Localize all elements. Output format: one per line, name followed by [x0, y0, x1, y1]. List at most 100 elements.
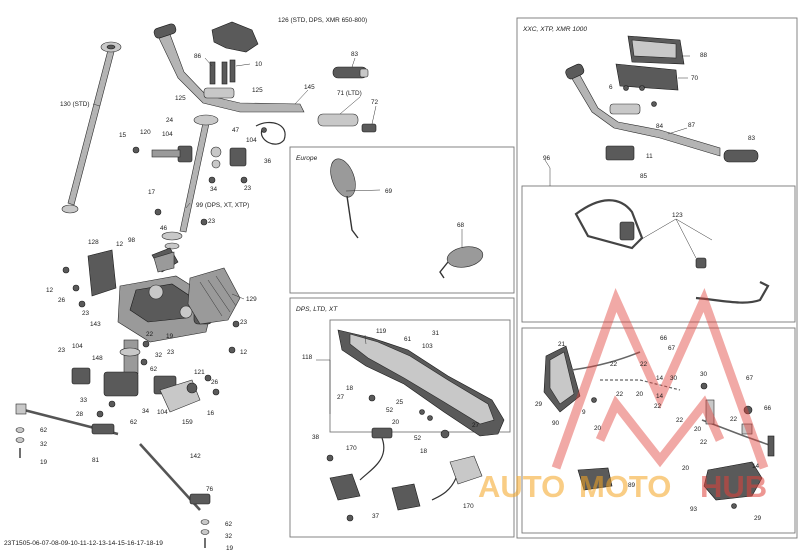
- handlebar-pad-119: [337, 329, 505, 437]
- callout-83b: 83: [748, 135, 756, 142]
- dps-box: [289, 297, 515, 538]
- callout-16: 16: [207, 410, 215, 417]
- callout-22a: 22: [146, 331, 154, 338]
- callout-23b: 23: [208, 218, 216, 225]
- tie-rod-81: [15, 403, 119, 436]
- mirror-69: [330, 158, 359, 239]
- callout-128: 128: [88, 239, 99, 246]
- xxc-grip-83: [723, 149, 759, 163]
- callout-170b: 170: [463, 503, 474, 510]
- callout-67a: 67: [668, 345, 676, 352]
- watermark-text-hub: HUB: [700, 469, 767, 504]
- callout-104b: 104: [246, 137, 257, 144]
- mirror-68: [439, 246, 484, 279]
- callout-125a: 125: [252, 87, 263, 94]
- callout-23f: 23: [167, 349, 175, 356]
- callout-90: 90: [552, 420, 560, 427]
- hardware-dots: [62, 85, 753, 522]
- europe-box: [289, 146, 515, 294]
- callout-26b: 26: [211, 379, 219, 386]
- callout-22c: 22: [640, 361, 648, 368]
- callout-12c: 12: [240, 349, 248, 356]
- callout-27b: 27: [472, 422, 480, 429]
- callout-15: 15: [119, 132, 127, 139]
- callout-36: 36: [264, 158, 272, 165]
- callout-104c: 104: [72, 343, 83, 350]
- callout-labels: 126 (STD, DPS, XMR 650-800) 86 10 83 125…: [40, 17, 772, 551]
- xxc-lower-box: [521, 327, 796, 534]
- callout-14b: 14: [656, 393, 664, 400]
- xxc-clamp-85: [605, 103, 641, 161]
- callout-34b: 34: [142, 408, 150, 415]
- switch-170-right: [391, 455, 483, 511]
- callout-37: 37: [372, 513, 380, 520]
- bushing-46: [161, 231, 183, 250]
- callout-62a: 62: [150, 366, 158, 373]
- callout-145: 145: [304, 84, 315, 91]
- clamp-bolts-86: [203, 59, 236, 99]
- callout-85: 85: [640, 173, 648, 180]
- callout-93: 93: [690, 506, 698, 513]
- callout-23e: 23: [58, 347, 66, 354]
- handguard-123: [574, 199, 770, 304]
- callout-21: 21: [558, 341, 566, 348]
- cable-36: [255, 121, 286, 145]
- xxc-box-title: XXC, XTP, XMR 1000: [522, 26, 587, 33]
- callout-27a: 27: [337, 394, 345, 401]
- handlebar-145: [153, 23, 305, 113]
- callout-23a: 23: [244, 185, 252, 192]
- callout-22f: 22: [676, 417, 684, 424]
- callout-9: 9: [582, 409, 586, 416]
- steering-shaft-99: [179, 114, 219, 233]
- grip-71: [317, 113, 377, 133]
- callout-68: 68: [457, 222, 465, 229]
- callout-32c: 32: [225, 533, 233, 540]
- callout-17: 17: [148, 189, 156, 196]
- xxc-box: [516, 17, 798, 539]
- watermark-text-moto: MOTO: [579, 469, 671, 504]
- callout-88: 88: [700, 52, 708, 59]
- callout-20c: 20: [636, 391, 644, 398]
- diagram-code: 23T1505-06-07-08-09-10-11-12-13-14-15-16…: [4, 540, 163, 547]
- callout-81: 81: [92, 457, 100, 464]
- callout-142: 142: [190, 453, 201, 460]
- callout-69: 69: [385, 188, 393, 195]
- callout-22g: 22: [730, 416, 738, 423]
- callout-12a: 12: [116, 241, 124, 248]
- callout-32b: 32: [40, 441, 48, 448]
- callout-52b: 52: [414, 435, 422, 442]
- callout-67b: 67: [746, 375, 754, 382]
- callout-22e: 22: [654, 403, 662, 410]
- tie-rod-142: [139, 443, 211, 511]
- callout-84: 84: [656, 123, 664, 130]
- bracket-128: [87, 249, 117, 297]
- callout-30a: 30: [670, 375, 678, 382]
- callout-96: 96: [543, 155, 551, 162]
- callout-6: 6: [609, 84, 613, 91]
- callout-66a: 66: [660, 335, 668, 342]
- callout-23c: 23: [82, 310, 90, 317]
- xxc-upper-box: [521, 185, 796, 323]
- callout-62c: 62: [40, 427, 48, 434]
- callout-118: 118: [302, 354, 313, 361]
- callout-14c: 14: [752, 463, 760, 470]
- callout-70: 70: [691, 75, 699, 82]
- callout-26a: 26: [58, 297, 66, 304]
- callout-46: 46: [160, 225, 168, 232]
- callout-121: 121: [194, 369, 205, 376]
- callout-30b: 30: [700, 371, 708, 378]
- callout-123: 123: [672, 212, 683, 219]
- callout-129: 129: [246, 296, 257, 303]
- callout-31: 31: [432, 330, 440, 337]
- callout-83a: 83: [351, 51, 359, 58]
- callout-71: 71 (LTD): [337, 90, 362, 97]
- callout-19b: 19: [226, 545, 234, 551]
- boot-98: [151, 247, 179, 273]
- arm-159: [159, 379, 201, 413]
- callout-20b: 20: [594, 425, 602, 432]
- callout-34a: 34: [210, 186, 218, 193]
- callout-19a: 19: [40, 459, 48, 466]
- callout-148: 148: [92, 355, 103, 362]
